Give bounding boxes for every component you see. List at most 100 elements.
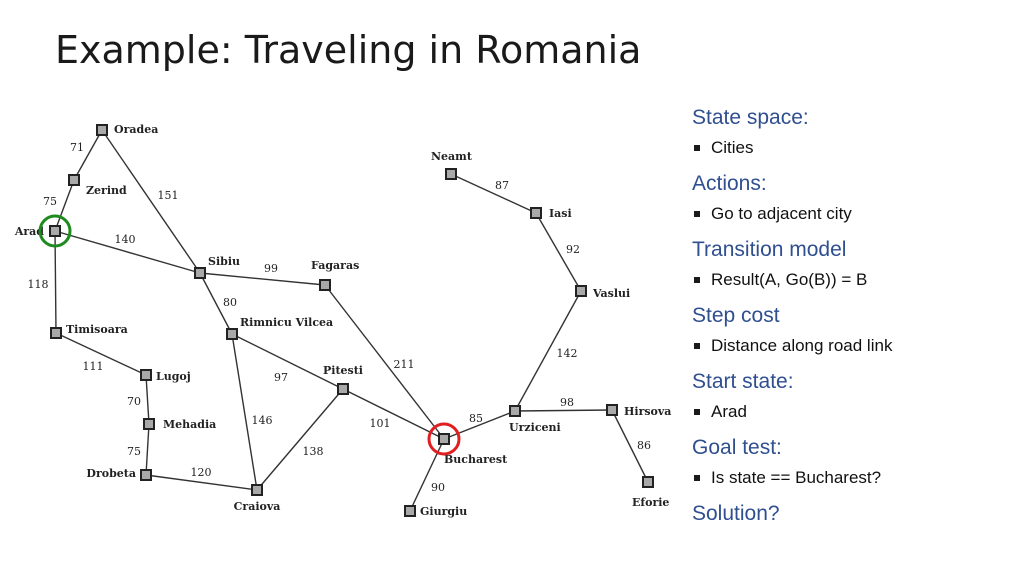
city-node-vaslui [575,285,587,297]
section-state-space: State space: Cities [692,104,1017,161]
distance-label-oradea-sibiu: 151 [158,189,179,202]
roads-layer [54,129,649,512]
bullet-item: Cities [692,134,1017,161]
city-label-craiova: Craiova [234,500,281,513]
road-iasi-neamt [450,173,537,214]
road-arad-timisoara [54,230,57,334]
city-node-rimnicu [226,328,238,340]
city-node-neamt [445,168,457,180]
distance-label-fagaras-bucharest: 211 [394,358,415,371]
bullet-item: Result(A, Go(B)) = B [692,266,1017,293]
city-label-vaslui: Vaslui [592,287,630,300]
road-zerind-arad [54,179,75,232]
problem-definition-panel: State space: Cities Actions: Go to adjac… [692,104,1017,530]
city-label-neamt: Neamt [431,150,473,163]
section-actions: Actions: Go to adjacent city [692,170,1017,227]
distance-label-iasi-neamt: 87 [495,179,509,192]
road-timisoara-lugoj [55,332,147,376]
distance-label-sibiu-rimnicu: 80 [223,296,237,309]
city-label-zerind: Zerind [86,184,127,197]
road-bucharest-urziceni [443,410,516,440]
section-heading: Solution? [692,502,780,525]
section-heading: Transition model [692,238,847,261]
city-node-urziceni [509,405,521,417]
distance-label-arad-timisoara: 118 [28,278,49,291]
road-craiova-pitesti [256,388,344,491]
road-bucharest-giurgiu [409,438,445,512]
city-node-mehadia [143,418,155,430]
city-node-giurgiu [404,505,416,517]
bullet-text: Arad [711,401,747,421]
bullet-text: Go to adjacent city [711,203,852,223]
road-oradea-zerind [73,129,103,181]
city-node-iasi [530,207,542,219]
road-rimnicu-pitesti [231,333,344,390]
distance-label-drobeta-craiova: 120 [191,466,212,479]
bullet-text: Cities [711,137,754,157]
city-label-urziceni: Urziceni [509,421,561,434]
city-label-lugoj: Lugoj [156,370,191,383]
slide-title: Example: Traveling in Romania [55,28,642,72]
distance-label-lugoj-mehadia: 70 [127,395,141,408]
city-node-drobeta [140,469,152,481]
road-vaslui-iasi [535,212,582,292]
city-label-timisoara: Timisoara [66,323,128,336]
road-arad-sibiu [54,230,201,274]
distance-label-urziceni-hirsova: 98 [560,396,574,409]
city-node-craiova [251,484,263,496]
city-node-fagaras [319,279,331,291]
road-urziceni-hirsova [514,409,613,412]
city-node-zerind [68,174,80,186]
city-node-oradea [96,124,108,136]
road-drobeta-craiova [145,474,258,491]
city-label-oradea: Oradea [114,123,158,136]
city-node-lugoj [140,369,152,381]
road-hirsova-eforie [611,409,649,483]
bullet-item: Distance along road link [692,332,1017,359]
distance-label-arad-sibiu: 140 [115,233,136,246]
city-label-eforie: Eforie [632,496,669,509]
city-label-pitesti: Pitesti [323,364,363,377]
distance-label-oradea-zerind: 71 [70,141,84,154]
road-oradea-sibiu [101,129,201,274]
section-heading: Goal test: [692,436,782,459]
city-node-arad [49,225,61,237]
section-heading: State space: [692,106,809,129]
city-label-rimnicu: Rimnicu Vilcea [240,316,333,329]
highlight-circle-bucharest [427,422,461,456]
road-fagaras-bucharest [324,284,445,440]
distance-label-urziceni-vaslui: 142 [557,347,578,360]
square-bullet-icon [694,474,700,481]
city-nodes-layer [49,124,654,517]
section-start-state: Start state: Arad [692,368,1017,425]
distance-label-craiova-pitesti: 138 [303,445,324,458]
section-step-cost: Step cost Distance along road link [692,302,1017,359]
section-heading: Start state: [692,370,794,393]
city-node-sibiu [194,267,206,279]
road-pitesti-bucharest [342,388,445,440]
road-mehadia-drobeta [145,423,150,476]
city-label-bucharest: Bucharest [444,453,508,466]
square-bullet-icon [694,276,700,283]
road-sibiu-rimnicu [199,272,233,335]
city-label-sibiu: Sibiu [208,255,240,268]
distance-label-bucharest-giurgiu: 90 [431,481,445,494]
bullet-item: Go to adjacent city [692,200,1017,227]
city-label-giurgiu: Giurgiu [420,505,467,518]
road-lugoj-mehadia [145,374,150,425]
distance-label-timisoara-lugoj: 111 [83,360,104,373]
city-node-bucharest [438,433,450,445]
city-node-hirsova [606,404,618,416]
highlight-layer [38,214,461,456]
square-bullet-icon [694,210,700,217]
square-bullet-icon [694,342,700,349]
distance-label-rimnicu-pitesti: 97 [274,371,288,384]
distance-label-bucharest-urziceni: 85 [469,412,483,425]
square-bullet-icon [694,144,700,151]
square-bullet-icon [694,408,700,415]
road-urziceni-vaslui [514,290,582,412]
distance-label-vaslui-iasi: 92 [566,243,580,256]
city-label-iasi: Iasi [549,207,572,220]
